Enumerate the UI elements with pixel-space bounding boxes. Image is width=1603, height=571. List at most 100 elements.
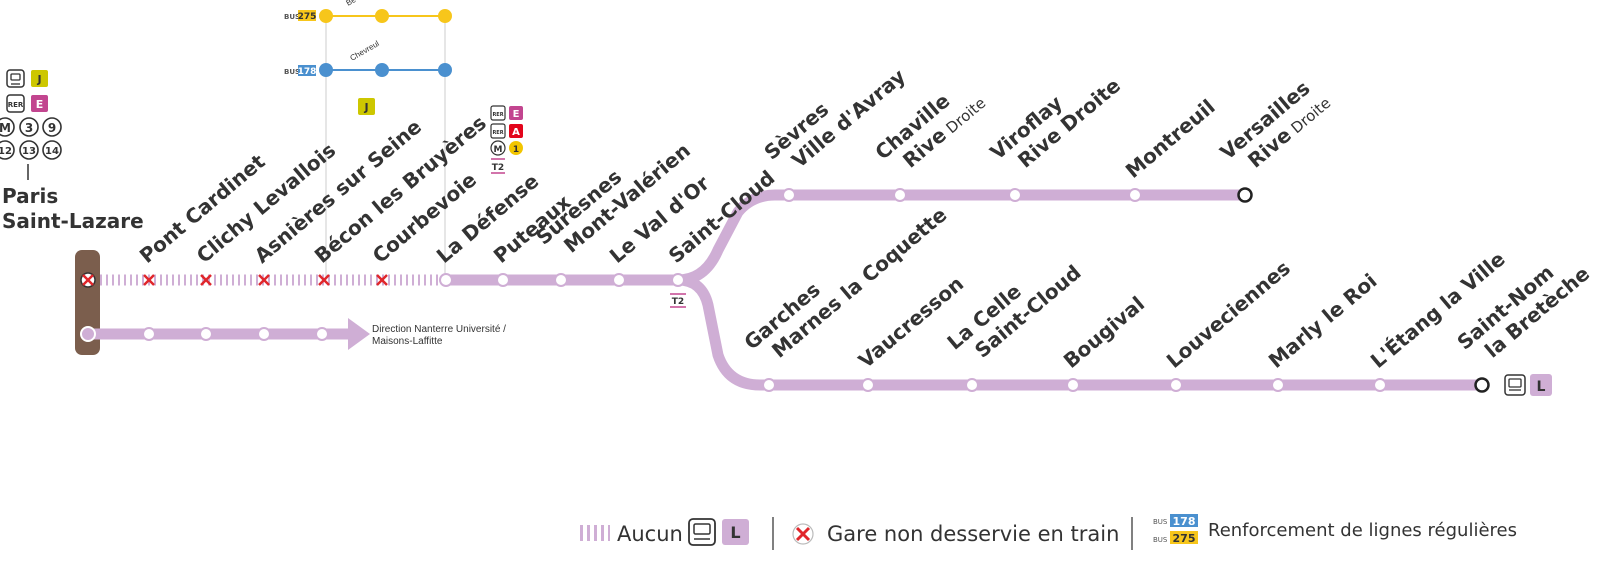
bus-275-stop (438, 9, 452, 23)
svg-text:RER: RER (492, 112, 503, 118)
legend-bus-prefix: BUS (1153, 518, 1168, 526)
la-defense-rer-e: E (513, 109, 520, 120)
bus-178-badge: BUS 178 (284, 65, 316, 77)
rer-icon (490, 105, 506, 121)
rer-e-badge-text: E (36, 98, 44, 111)
station-name: Bougival (1059, 292, 1149, 373)
station-stop (782, 188, 796, 202)
bus-178-stop (375, 63, 389, 77)
station-stop (257, 327, 271, 341)
station-stop (612, 273, 626, 287)
train-icon (6, 69, 25, 88)
station-stop (893, 188, 907, 202)
bus-275-badge: BUS 275 (284, 10, 316, 22)
station-saint-cloud: Saint-Cloud (664, 165, 779, 287)
track-upper-branch (677, 189, 1245, 286)
station-stop (1169, 378, 1183, 392)
not-served-cross (258, 274, 270, 286)
metro-1-badge (509, 141, 523, 155)
upper-branch-stations: SèvresVille d'AvrayChavilleRiveDroiteVir… (759, 55, 1334, 202)
station-stop (861, 378, 875, 392)
bus-275-stop (375, 9, 389, 23)
line-l-badge (1530, 374, 1552, 396)
station-stop (315, 327, 329, 341)
la-defense-rer-a: A (512, 127, 520, 138)
station-name-line2: Marnes la Coquette (767, 202, 951, 362)
station-stop (1066, 378, 1080, 392)
saint-cloud-tram: T2 (670, 293, 686, 308)
rer-icon: RER (6, 94, 25, 113)
terminus-saint-nom (1474, 377, 1490, 393)
station-la-celle: La CelleSaint-Cloud (942, 260, 1086, 392)
nanterre-direction-arrow (348, 318, 370, 350)
metro-14: 14 (45, 146, 59, 157)
metro-3: 3 (25, 121, 33, 135)
not-served-cross (200, 274, 212, 286)
saint-nom-correspondance: L (1504, 374, 1552, 396)
nanterre-direction-line2: Maisons-Laffitte (372, 336, 443, 347)
terminal-not-served-icon (82, 274, 94, 286)
legend-not-served-label: Gare non desservie en train (827, 522, 1119, 546)
terminus-versailles (1237, 187, 1253, 203)
station-marly-le-roi: Marly le Roi (1264, 269, 1381, 392)
legend-line-l-badge (722, 519, 749, 545)
bus-178-number: 178 (298, 67, 317, 77)
rer-a-badge (509, 124, 523, 138)
becon-line-j-text: J (363, 101, 368, 114)
metro-12: 12 (0, 146, 12, 157)
train-icon (688, 518, 716, 546)
legend-bus-178: 178 (1173, 515, 1196, 528)
bus-275-number: 275 (298, 12, 317, 22)
train-icon (1504, 374, 1526, 396)
not-served-cross (318, 274, 330, 286)
bus-178-street: Chevreul (349, 39, 381, 63)
legend-bus-prefix: BUS (1153, 536, 1168, 544)
legend-bus-178-badge (1170, 514, 1198, 527)
terminal-name-line1: Paris (2, 184, 58, 208)
station-stop (142, 327, 156, 341)
svg-text:RER: RER (8, 101, 24, 109)
station-name: ViroflayRive Droite (985, 55, 1125, 183)
bus-275-prefix: BUS (284, 13, 300, 21)
legend-aucun: Aucun L (580, 518, 749, 546)
bus-178-prefix: BUS (284, 68, 300, 76)
metro-line-badges: M 3 9 12 13 14 (0, 117, 62, 160)
line-j-badge (31, 70, 48, 87)
station-name-line1: Bougival (1059, 292, 1149, 373)
svg-text:M: M (494, 145, 503, 155)
station-name: Montreuil (1121, 94, 1220, 182)
bus-275-stop (319, 9, 333, 23)
metro-icon (490, 140, 506, 156)
station-stop (965, 378, 979, 392)
bus-178-stop (319, 63, 333, 77)
rer-icon (490, 123, 506, 139)
la-defense-metro-1: 1 (513, 145, 519, 155)
station-stop (1373, 378, 1387, 392)
track-lower-branch (677, 274, 1482, 391)
station-stop (1008, 188, 1022, 202)
station-name: GarchesMarnes la Coquette (739, 184, 951, 373)
station-stop (671, 273, 685, 287)
legend-not-served: Gare non desservie en train (792, 522, 1119, 546)
bus-feeders: BUS 275 Be BUS 178 Chevreul (284, 0, 452, 280)
rer-e-badge (509, 106, 523, 120)
station-stop (496, 273, 510, 287)
station-name: Saint-Nomla Bretèche (1452, 243, 1594, 373)
station-viroflay: ViroflayRive Droite (985, 55, 1125, 202)
becon-line-j-badge (358, 98, 375, 115)
nanterre-branch-stops (142, 327, 329, 341)
station-garches: GarchesMarnes la Coquette (739, 184, 951, 392)
legend-bus-275-badge (1170, 531, 1198, 544)
not-served-cross (376, 274, 388, 286)
station-name-line1: Montreuil (1121, 94, 1220, 182)
la-defense-correspondances: RER E RER A M 1 T2 (490, 105, 523, 174)
terminal-paris-saint-lazare: J RER E M 3 9 12 13 14 Paris Saint-Lazar… (0, 69, 144, 355)
metro-13: 13 (22, 146, 36, 157)
station-name: VersaillesRiveDroite (1215, 72, 1334, 183)
station-montreuil: Montreuil (1121, 94, 1220, 202)
station-saint-nom: Saint-Nomla Bretèche (1452, 243, 1594, 373)
station-stop (439, 273, 453, 287)
terminal-stops (80, 272, 96, 342)
metro-icon (0, 117, 15, 137)
